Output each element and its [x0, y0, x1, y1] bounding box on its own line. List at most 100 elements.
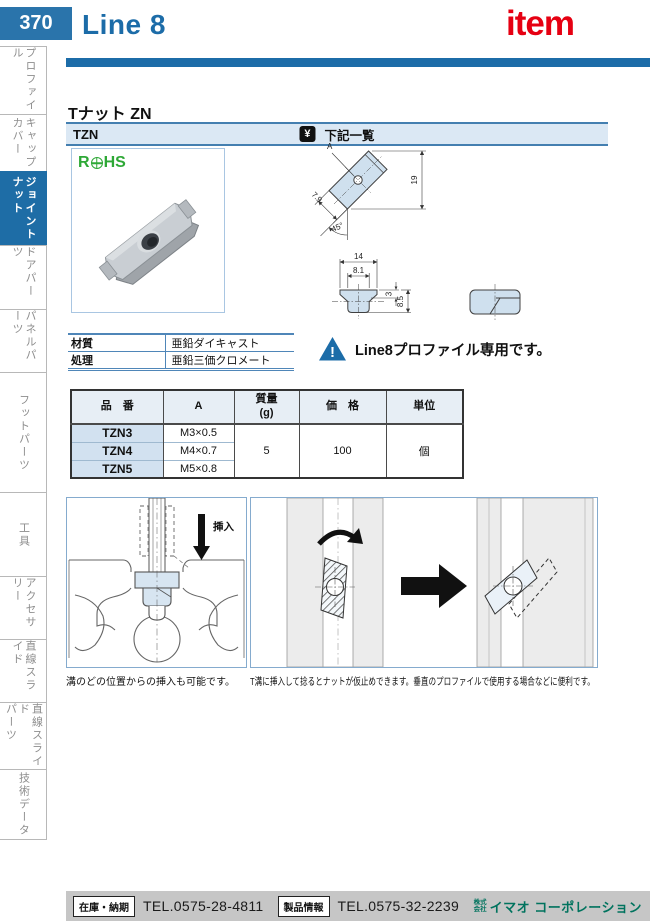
company-logo: 株式 会社 イマオ コーポレーション	[474, 897, 642, 916]
company-name: イマオ コーポレーション	[489, 899, 642, 915]
part-number: TZN3	[70, 424, 163, 442]
profile-groove-before	[286, 497, 384, 668]
sidebar-item-door-parts[interactable]: ドアパーツ	[0, 245, 47, 310]
bolt	[139, 497, 190, 573]
top-view-dimensions	[314, 150, 426, 240]
tab-label: パネルパーツ	[11, 310, 36, 362]
page-number: 370	[0, 7, 72, 40]
sidebar-item-joint-nut[interactable]: ジョイントナット	[0, 171, 47, 246]
company-prefix-line: 会社	[473, 906, 487, 913]
part-number: TZN4	[70, 441, 163, 460]
stock-delivery-label: 在庫・納期	[73, 895, 135, 917]
arrow-right-icon	[401, 564, 467, 608]
rohs-globe-icon	[90, 157, 103, 169]
price-note: 下記一覧	[324, 128, 375, 143]
thread-size: M4×0.7	[162, 441, 234, 460]
profile-groove-after	[476, 497, 594, 668]
table-row: TZN5 M5×0.8	[70, 459, 463, 478]
dimension-drawing: A 19 7.9 45° 14 8.1 3 8.5	[310, 142, 521, 320]
sidebar-item-foot-parts[interactable]: フットパーツ	[0, 372, 47, 493]
sidebar-item-panel-parts[interactable]: パネルパーツ	[0, 309, 47, 373]
dim-45: 45°	[330, 221, 345, 234]
table-row: TZN3 M3×0.5 5 100 個	[70, 424, 463, 478]
warning-glyph: !	[330, 344, 335, 361]
thread-size: M5×0.8	[162, 459, 234, 478]
product-info-tel: TEL.0575-32-2239	[337, 898, 460, 914]
order-table: 品 番 A 質量(g) 価 格 単位 TZN3 M3×0.5 5 100 個 T…	[70, 389, 464, 479]
sidebar-item-technical-data[interactable]: 技術データ	[0, 769, 47, 840]
sidebar-item-profile[interactable]: プロファイル	[0, 46, 47, 115]
insertion-illustration: 挿入	[66, 497, 247, 668]
col-unit: 単位	[385, 390, 463, 425]
sidebar-item-linear-slide[interactable]: 直線スライド	[0, 639, 47, 703]
company-prefix: 株式 会社	[474, 899, 487, 913]
sidebar-item-linear-slide-parts[interactable]: 直線スライドパーツ	[0, 702, 47, 770]
rohs-mark: R HS	[78, 154, 126, 172]
insert-label: 挿入	[213, 520, 234, 533]
tab-label: フットパーツ	[17, 393, 30, 472]
col-mass-line1: 質量	[255, 393, 278, 406]
col-price: 価 格	[298, 390, 386, 425]
notice-text: Line8プロファイル専用です。	[355, 342, 551, 359]
tab-label: ドアパーツ	[11, 246, 36, 298]
tab-label: アクセサリー	[11, 577, 36, 629]
section-title: Line 8	[82, 9, 166, 40]
tab-label: 直線スライド	[11, 640, 36, 692]
unit-value: 個	[385, 424, 463, 478]
footer-bar: 在庫・納期 TEL.0575-28-4811 製品情報 TEL.0575-32-…	[66, 891, 650, 921]
stock-delivery-tel: TEL.0575-28-4811	[143, 898, 264, 914]
col-mass-line2: (g)	[259, 407, 274, 419]
tab-label: プロファイル	[11, 47, 36, 112]
tab-label: 工具	[17, 521, 30, 548]
dim-19: 19	[410, 175, 419, 184]
mass-value: 5	[233, 424, 299, 478]
tab-label: カバー	[11, 117, 23, 156]
rohs-text: HS	[103, 154, 126, 171]
tab-label: ナット	[11, 176, 23, 215]
product-title: Tナット ZN	[68, 106, 152, 123]
t-nut-in-slot	[134, 498, 180, 662]
col-part-number: 品 番	[70, 390, 163, 425]
company-prefix-line: 株式	[473, 899, 487, 906]
thread-size: M3×0.5	[162, 424, 234, 442]
section-dimensions	[339, 259, 411, 313]
product-info-label: 製品情報	[277, 895, 330, 917]
price-value: 100	[298, 424, 386, 478]
part-number: TZN5	[70, 459, 163, 478]
brand-logo: item	[506, 4, 575, 43]
dim-8-1: 8.1	[353, 266, 365, 275]
spec-label: 材質	[71, 338, 93, 350]
spec-label: 処理	[68, 351, 165, 370]
dim-3: 3	[385, 291, 394, 296]
spec-table: 材質 亜鉛ダイキャスト 処理 亜鉛三価クロメート	[68, 333, 294, 371]
col-a: A	[162, 390, 234, 425]
tab-label: パーツ	[4, 703, 17, 742]
order-header-row: 品 番 A 質量(g) 価 格 単位	[70, 390, 463, 425]
usage-notice: ! Line8プロファイル専用です。	[318, 336, 551, 362]
right-caption: T溝に挿入して捻るとナットが仮止めできます。垂直のプロファイルで使用する場合など…	[250, 677, 595, 688]
warning-icon: !	[319, 337, 346, 361]
sidebar-item-accessories[interactable]: アクセサリー	[0, 576, 47, 640]
tab-label: ジョイント	[24, 176, 36, 241]
top-view	[328, 150, 388, 210]
tab-label: 直線スライド	[17, 703, 43, 768]
product-photo-frame: R HS	[71, 148, 225, 313]
side-view	[469, 284, 521, 320]
rohs-text: R	[78, 154, 90, 171]
sidebar-item-cap-cover[interactable]: キャップカバー	[0, 114, 47, 172]
spec-value: 亜鉛ダイキャスト	[164, 334, 294, 352]
table-row: TZN4 M4×0.7	[70, 441, 463, 460]
dim-7-9: 7.9	[310, 190, 325, 205]
dim-14: 14	[354, 252, 363, 261]
sidebar-item-tools[interactable]: 工具	[0, 492, 47, 577]
product-code-bar: TZN ¥ 下記一覧	[66, 122, 608, 146]
product-photo	[98, 199, 200, 285]
spec-row: 材質 亜鉛ダイキャスト	[68, 334, 294, 352]
dim-a: A	[327, 142, 333, 151]
yen-icon: ¥	[299, 126, 316, 142]
insert-arrow-icon	[193, 514, 210, 560]
spec-value: 亜鉛三価クロメート	[164, 351, 294, 370]
section-view	[332, 284, 386, 319]
tab-label: 技術データ	[17, 772, 30, 837]
twist-lock-illustration	[250, 497, 598, 668]
